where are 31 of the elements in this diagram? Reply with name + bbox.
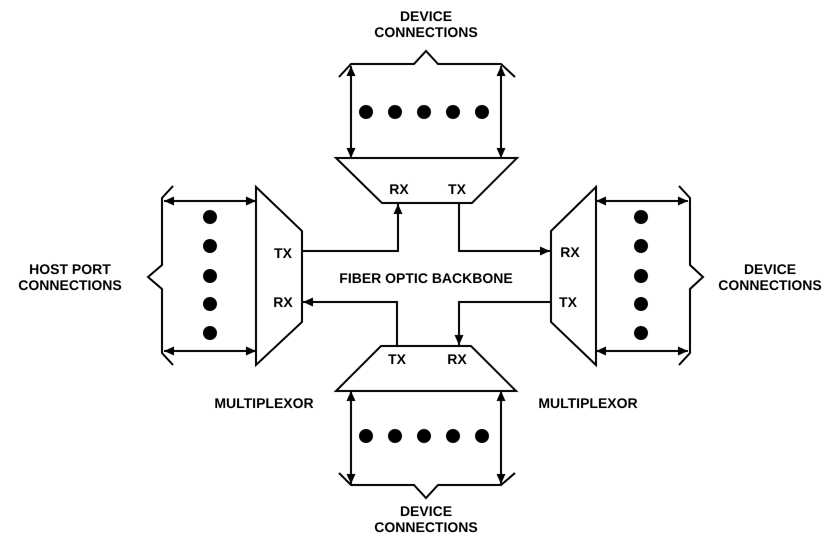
- connections-label: DEVICE CONNECTIONS: [373, 503, 479, 535]
- connections-label: DEVICE CONNECTIONS: [717, 261, 823, 293]
- port-label: TX: [448, 182, 466, 196]
- connections-label: DEVICE CONNECTIONS: [373, 8, 479, 40]
- double-arrow: [496, 66, 506, 158]
- double-arrow: [346, 66, 356, 158]
- connections-label: HOST PORT CONNECTIONS: [17, 261, 123, 293]
- double-arrow: [346, 391, 356, 484]
- port-label: RX: [447, 352, 467, 366]
- arrow: [454, 301, 551, 345]
- multiplexer-trapezoid: [336, 158, 517, 203]
- multiplexer-label: MULTIPLEXOR: [213, 395, 315, 411]
- double-arrow: [164, 196, 256, 206]
- double-arrow: [596, 196, 688, 206]
- port-label: RX: [389, 182, 409, 196]
- port-label: TX: [559, 295, 577, 309]
- backbone-label: FIBER OPTIC BACKBONE: [338, 270, 514, 286]
- arrow: [458, 203, 550, 256]
- port-label: TX: [388, 352, 406, 366]
- multiplexer-trapezoid: [551, 187, 596, 365]
- double-arrow: [164, 346, 256, 356]
- double-arrow: [496, 391, 506, 484]
- multiplexer-label: MULTIPLEXOR: [537, 395, 639, 411]
- arrow: [302, 204, 402, 252]
- multiplexer-trapezoid: [256, 187, 302, 365]
- multiplexer-trapezoid: [336, 346, 516, 391]
- port-label: TX: [274, 246, 292, 260]
- double-arrow: [596, 346, 688, 356]
- arrow: [303, 298, 398, 346]
- port-label: RX: [273, 295, 293, 309]
- port-label: RX: [560, 245, 580, 259]
